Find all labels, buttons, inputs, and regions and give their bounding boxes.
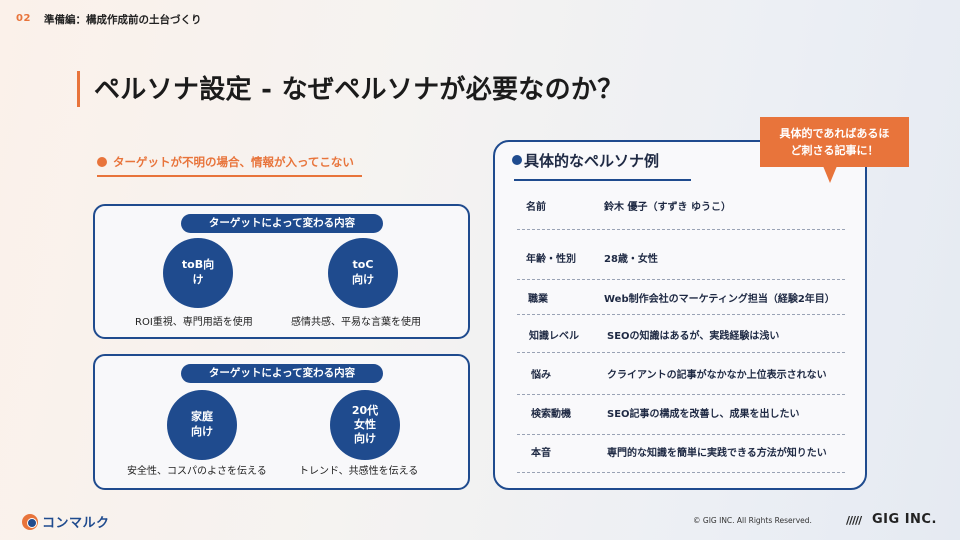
page-title: ペルソナ設定 - なぜペルソナが必要なのか？ (94, 75, 624, 105)
target-box-family-women: ターゲットによって変わる内容 家庭 向け 20代 女性 向け 安全性、コスパのよ… (93, 354, 470, 490)
row-divider (517, 434, 845, 435)
caption-tob: ROI重視、専門用語を使用 (135, 317, 253, 328)
persona-card-title: 具体的なペルソナ例 (524, 152, 660, 170)
bullet-dot (512, 155, 522, 165)
left-subtitle: ターゲットが不明の場合、情報が入ってこない (113, 155, 354, 169)
box-label: ターゲットによって変わる内容 (181, 214, 383, 233)
persona-key-age-gender: 年齢・性別 (526, 254, 576, 265)
row-divider (517, 394, 845, 395)
circle-family: 家庭 向け (167, 390, 237, 460)
row-divider (517, 279, 845, 280)
title-accent-bar (77, 71, 80, 107)
persona-key-search-motive: 検索動機 (531, 409, 571, 420)
section-title: 準備編：構成作成前の土台づくり (44, 14, 202, 26)
persona-key-true-intent: 本音 (531, 448, 551, 459)
row-divider (517, 229, 845, 230)
callout-bubble: 具体的であればあるほ ど刺さる記事に！ (760, 117, 909, 167)
row-divider (517, 314, 845, 315)
gig-logo-text: GIG INC. (872, 512, 937, 527)
persona-key-problem: 悩み (531, 370, 551, 381)
persona-card (493, 140, 867, 490)
persona-value-age-gender: 28歳・女性 (604, 254, 658, 265)
persona-key-knowledge: 知識レベル (529, 331, 579, 342)
subtitle-underline (97, 175, 362, 177)
persona-value-true-intent: 専門的な知識を簡単に実践できる方法が知りたい (607, 448, 827, 459)
bullet-dot (97, 157, 107, 167)
persona-value-job: Web制作会社のマーケティング担当（経験2年目） (604, 294, 835, 305)
logo-text: コンマルク (42, 516, 110, 531)
persona-key-name: 名前 (526, 202, 546, 213)
copyright: © GIG INC. All Rights Reserved. (693, 516, 812, 525)
row-divider (517, 352, 845, 353)
box-label: ターゲットによって変わる内容 (181, 364, 383, 383)
persona-value-name: 鈴木 優子（すずき ゆうこ） (604, 202, 731, 213)
row-divider (517, 472, 845, 473)
persona-key-job: 職業 (528, 294, 548, 305)
caption-toc: 感情共感、平易な言葉を使用 (291, 317, 421, 328)
persona-value-search-motive: SEO記事の構成を改善し、成果を出したい (607, 409, 800, 420)
gig-logo-mark-icon: ///// (846, 514, 862, 527)
logo-icon (22, 513, 38, 530)
brand-logo: コンマルク (22, 512, 110, 531)
persona-value-problem: クライアントの記事がなかなか上位表示されない (607, 370, 827, 381)
card-title-underline (514, 179, 691, 181)
target-box-b2b-b2c: ターゲットによって変わる内容 toB向 け toC 向け ROI重視、専門用語を… (93, 204, 470, 339)
section-number: 02 (16, 13, 31, 24)
circle-toc: toC 向け (328, 238, 398, 308)
circle-20s-women: 20代 女性 向け (330, 390, 400, 460)
circle-tob: toB向 け (163, 238, 233, 308)
caption-family: 安全性、コスパのよさを伝える (127, 466, 267, 477)
caption-20s-women: トレンド、共感性を伝える (299, 466, 419, 477)
persona-value-knowledge: SEOの知識はあるが、実践経験は浅い (607, 331, 780, 342)
callout-bubble-tail (823, 166, 837, 183)
